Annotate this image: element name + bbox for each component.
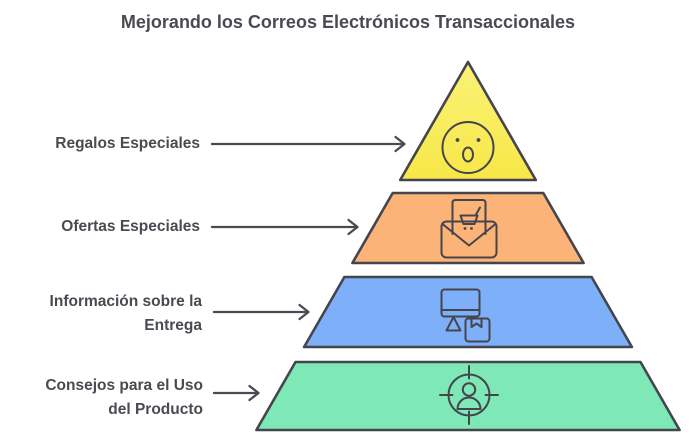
monitor-package-icon bbox=[440, 288, 491, 343]
pyramid-levels bbox=[255, 60, 681, 432]
label-regalos-especiales: Regalos Especiales bbox=[55, 132, 200, 156]
label-line: Información sobre la bbox=[49, 293, 202, 310]
arrow-level-1 bbox=[210, 135, 406, 153]
pyramid-level-3-entrega bbox=[302, 275, 634, 349]
label-ofertas-especiales: Ofertas Especiales bbox=[61, 215, 200, 239]
label-consejos-producto: Consejos para el Uso del Producto bbox=[45, 374, 203, 422]
label-line: Consejos para el Uso bbox=[45, 377, 203, 394]
label-line: del Producto bbox=[108, 401, 203, 418]
person-target-icon bbox=[439, 365, 499, 425]
arrow-level-3 bbox=[212, 303, 310, 321]
arrow-level-2 bbox=[210, 218, 359, 236]
diagram-title: Mejorando los Correos Electrónicos Trans… bbox=[120, 12, 576, 32]
connector-arrows bbox=[210, 135, 406, 402]
label-line: Ofertas Especiales bbox=[61, 218, 200, 235]
pyramid-level-2-ofertas bbox=[351, 191, 585, 265]
label-informacion-entrega: Información sobre la Entrega bbox=[50, 290, 202, 338]
envelope-cart-icon bbox=[440, 199, 498, 259]
arrow-level-4 bbox=[212, 384, 260, 402]
surprised-face-icon bbox=[441, 121, 495, 174]
level-icons bbox=[439, 121, 499, 425]
label-line: Entrega bbox=[144, 317, 202, 334]
label-line: Regalos Especiales bbox=[55, 135, 200, 152]
